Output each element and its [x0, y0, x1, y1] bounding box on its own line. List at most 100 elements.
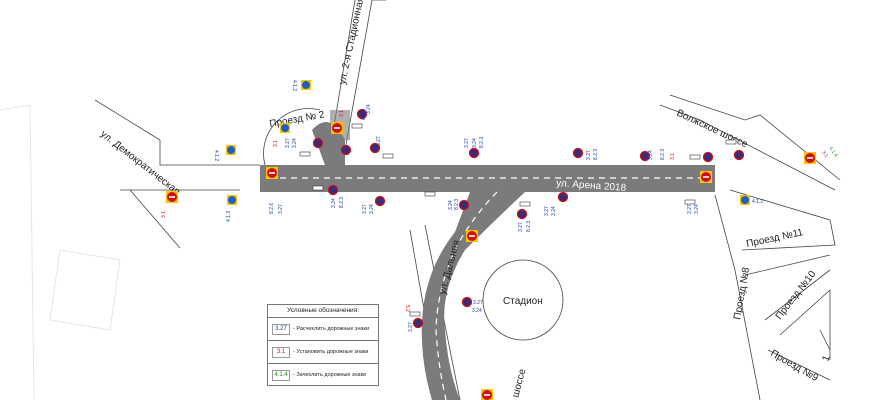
sign-code: 4.1.2: [752, 199, 763, 205]
info-plate: [519, 201, 531, 207]
road-dalnyaya: [421, 192, 525, 400]
lane-markings: [280, 177, 705, 400]
stadium-outline: [482, 259, 564, 341]
sign-code: 3.24: [331, 198, 337, 208]
sign-code: 3.27: [473, 300, 483, 306]
sign-code: 3.1: [161, 211, 167, 218]
no-stopping-signs: [312, 108, 745, 329]
no-stopping-sign-icon: [516, 208, 528, 220]
no-entry-sign-icon: [481, 389, 493, 400]
sign-code: 3.24: [369, 204, 375, 214]
no-stopping-sign-icon: [312, 137, 324, 149]
sign-code: 3.27: [464, 138, 470, 148]
sign-code: 3.24: [472, 308, 482, 314]
sign-code: 3.27: [285, 138, 291, 148]
no-entry-sign-icon: [266, 167, 278, 179]
street-label-proezd-11: Проезд №11: [745, 227, 804, 250]
legend-code: 3.27: [272, 323, 290, 335]
info-plate: [424, 191, 436, 197]
no-stopping-sign-icon: [572, 147, 584, 159]
street-outlines: [94, 0, 841, 400]
street-label-volzhskoe: Волжское шоссе: [675, 108, 750, 151]
info-plate: [299, 151, 311, 157]
sign-code: 4.1.3: [226, 211, 232, 222]
street-label-arena: ул. Арена 2018: [556, 178, 627, 194]
direction-sign-icon: [280, 123, 290, 133]
sign-code: 8.2.3: [454, 199, 460, 210]
sign-code: 3.24: [472, 138, 478, 148]
no-entry-sign-icon: [331, 122, 343, 134]
no-stopping-sign-icon: [374, 195, 386, 207]
no-entry-signs: [166, 122, 816, 400]
sign-code: 3.27: [518, 222, 524, 232]
sign-code: 3.1: [339, 110, 345, 117]
street-label-proezd-8: Проезд №8: [732, 266, 752, 320]
info-plate: [689, 154, 701, 160]
sign-code: 8.2.3: [339, 197, 345, 208]
legend-text: - Расчехлить дорожные знаки: [293, 325, 370, 332]
info-plate: [312, 185, 324, 191]
legend-code: 4.1.4: [272, 369, 290, 381]
info-plate: [382, 153, 394, 159]
legend-text: - Зачехлить дорожные знаки: [293, 371, 367, 378]
no-stopping-sign-icon: [468, 147, 480, 159]
sign-code: 3.27: [362, 204, 368, 214]
sign-code: 3.24: [366, 104, 372, 114]
sign-code: 3.24: [551, 206, 557, 216]
sign-code: 8.2.3: [361, 109, 367, 120]
sign-code: 3.27: [586, 150, 592, 160]
no-stopping-sign-icon: [412, 317, 424, 329]
sign-code: 3.24: [648, 150, 654, 160]
no-entry-sign-icon: [466, 230, 478, 242]
no-stopping-sign-icon: [461, 296, 473, 308]
info-plate: [409, 311, 421, 317]
legend-row-uncover: 3.27 - Расчехлить дорожные знаки: [268, 318, 378, 341]
info-plate: [684, 199, 696, 205]
sign-code: 8.2.3: [593, 149, 599, 160]
info-plates: [299, 123, 737, 317]
no-stopping-sign-icon: [557, 191, 569, 203]
street-label-shosse: шоссе: [510, 367, 528, 398]
sign-code: 5.2: [404, 305, 410, 312]
sign-code: 3.27: [278, 204, 284, 214]
info-plate: [725, 139, 737, 145]
sign-code: 4.1.2: [291, 80, 297, 91]
sign-code: 8.2.3: [660, 149, 666, 160]
sign-code: 3.24: [292, 138, 298, 148]
no-entry-sign-icon: [804, 152, 816, 164]
street-label-stadionnaya: ул. 2-я Стадионная: [337, 0, 366, 86]
legend-row-cover: 4.1.4 - Зачехлить дорожные знаки: [268, 364, 378, 386]
sign-codes: 3.27 3.24 3.27 8.2.6 3.24 8.2.3 3.27 3.2…: [161, 80, 839, 332]
street-label-proezd-10: Проезд №10: [774, 269, 819, 322]
direction-sign-icon: [740, 195, 750, 205]
sign-code: 8.2.6: [269, 203, 275, 214]
no-stopping-sign-icon: [327, 184, 339, 196]
legend-title: Условные обозначения:: [268, 305, 378, 318]
street-label-proezd-9: Проезд №9: [769, 348, 821, 384]
no-stopping-sign-icon: [369, 142, 381, 154]
sign-code: 3.1: [820, 150, 829, 159]
direction-sign-icon: [226, 145, 236, 155]
direction-sign-icon: [301, 80, 311, 90]
sign-code: 4.1.2: [213, 150, 219, 161]
no-stopping-sign-icon: [458, 199, 470, 211]
legend-code: 3.1: [272, 346, 290, 358]
no-stopping-sign-icon: [356, 108, 368, 120]
no-entry-sign-icon: [166, 191, 178, 203]
sign-code: 3.27: [408, 322, 414, 332]
no-entry-sign-icon: [700, 171, 712, 183]
info-plate: [351, 123, 363, 129]
legend-text: - Установить дорожные знаки: [293, 348, 369, 355]
sign-code: 3.27: [376, 136, 382, 146]
background-outlines: [0, 104, 121, 400]
sign-code: 3.24: [694, 204, 700, 214]
sign-code: 3.24: [448, 200, 454, 210]
street-label-demokraticheskaya: ул. Демократическая: [98, 129, 182, 198]
street-label-edge: 1: [820, 354, 832, 363]
legend: Условные обозначения: 3.27 - Расчехлить …: [267, 304, 379, 386]
direction-sign-icon: [227, 195, 237, 205]
sign-code: 4.1.4: [827, 146, 838, 159]
direction-signs: [226, 80, 750, 205]
